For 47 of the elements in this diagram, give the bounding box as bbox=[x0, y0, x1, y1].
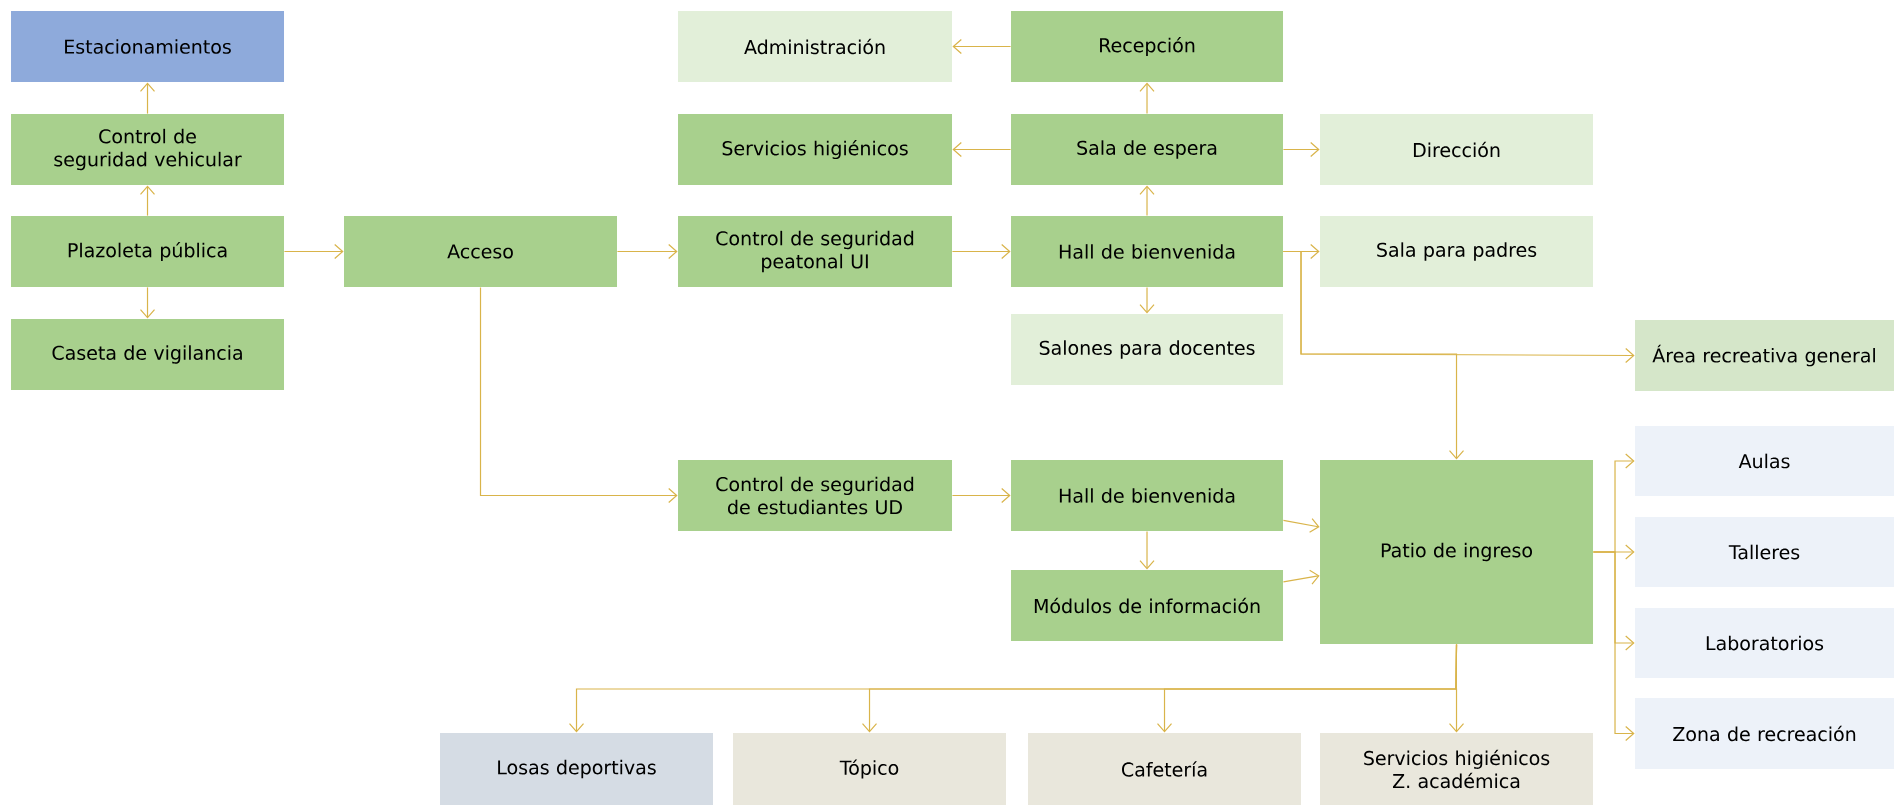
arrow bbox=[1139, 530, 1155, 570]
area-box: Hall de bienvenida bbox=[1011, 216, 1283, 287]
area-box: Zona de recreación bbox=[1635, 698, 1894, 769]
area-box: Tópico bbox=[733, 733, 1006, 805]
area-box: Caseta de vigilancia bbox=[11, 319, 284, 390]
area-box: Estacionamientos bbox=[11, 11, 284, 82]
area-box: Control de seguridad vehicular bbox=[11, 114, 284, 185]
area-box: Salones para docentes bbox=[1011, 314, 1283, 385]
arrow bbox=[1282, 569, 1320, 585]
area-box: Sala para padres bbox=[1320, 216, 1593, 287]
arrow bbox=[1139, 185, 1155, 217]
area-box: Servicios higiénicos Z. académica bbox=[1320, 733, 1593, 805]
area-box: Control de seguridad peatonal UI bbox=[678, 216, 952, 287]
arrow bbox=[139, 82, 156, 115]
area-box: Área recreativa general bbox=[1635, 320, 1894, 391]
arrow bbox=[1282, 141, 1320, 158]
arrow bbox=[1282, 517, 1320, 533]
arrow bbox=[1282, 250, 1465, 460]
arrow bbox=[951, 487, 1011, 504]
arrow bbox=[1139, 286, 1155, 314]
area-box: Hall de bienvenida bbox=[1011, 460, 1283, 531]
area-box: Patio de ingreso bbox=[1320, 460, 1593, 644]
arrow bbox=[952, 38, 1012, 55]
arrow bbox=[952, 141, 1012, 158]
arrow bbox=[139, 286, 156, 319]
area-box: Recepción bbox=[1011, 11, 1283, 82]
arrow bbox=[283, 243, 344, 260]
area-box: Cafetería bbox=[1028, 733, 1301, 805]
area-box: Dirección bbox=[1320, 114, 1593, 185]
area-box: Losas deportivas bbox=[440, 733, 713, 805]
area-box: Acceso bbox=[344, 216, 617, 287]
area-box: Talleres bbox=[1635, 517, 1894, 587]
arrow bbox=[951, 243, 1011, 260]
area-box: Control de seguridad de estudiantes UD bbox=[678, 460, 952, 531]
area-box: Servicios higiénicos bbox=[678, 114, 952, 185]
area-box: Administración bbox=[678, 11, 952, 82]
arrow bbox=[1139, 82, 1155, 115]
area-box: Módulos de información bbox=[1011, 570, 1283, 641]
arrow bbox=[616, 243, 678, 260]
area-box: Plazoleta pública bbox=[11, 216, 284, 287]
arrow bbox=[139, 185, 156, 217]
arrow bbox=[1448, 643, 1465, 733]
arrow bbox=[479, 286, 678, 504]
area-box: Laboratorios bbox=[1635, 608, 1894, 678]
area-box: Aulas bbox=[1635, 426, 1894, 496]
arrow bbox=[1592, 551, 1635, 742]
area-box: Sala de espera bbox=[1011, 114, 1283, 185]
